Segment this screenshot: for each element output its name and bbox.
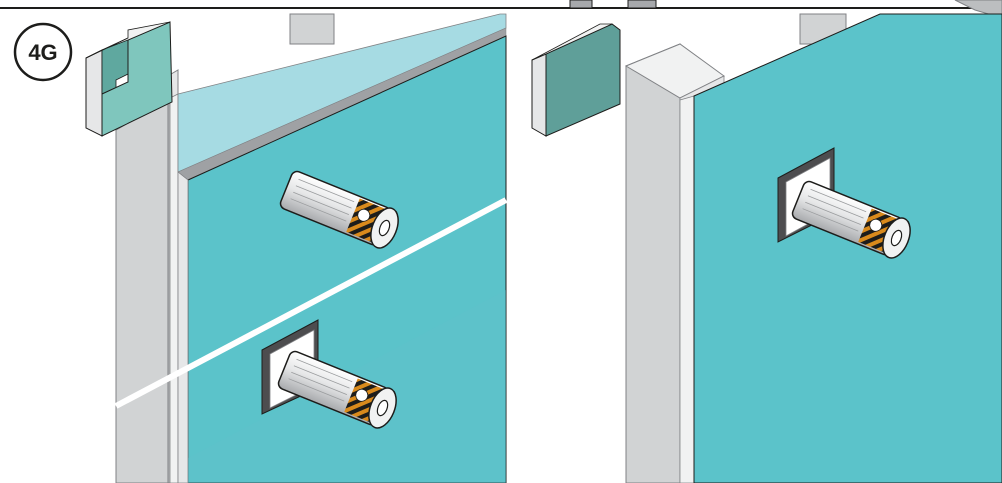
step-badge-circle [13, 22, 73, 82]
stud-side [115, 99, 169, 483]
panel-teal [693, 13, 1002, 483]
panel-side [177, 171, 189, 483]
step-label-badge: 4G [13, 22, 73, 82]
panel-edge [679, 95, 695, 483]
pipe [569, 0, 593, 9]
cut-line [114, 197, 508, 409]
notched-block-icon [85, 21, 173, 137]
panel-upper-light [177, 13, 507, 173]
right-scene [624, 13, 1002, 483]
stud-side [625, 43, 681, 483]
panel-edge [169, 93, 179, 483]
square-block-icon [531, 23, 621, 137]
back-stud [289, 13, 335, 45]
left-scene [114, 13, 508, 483]
step-label: 4G [28, 40, 57, 65]
pipe [627, 0, 657, 9]
